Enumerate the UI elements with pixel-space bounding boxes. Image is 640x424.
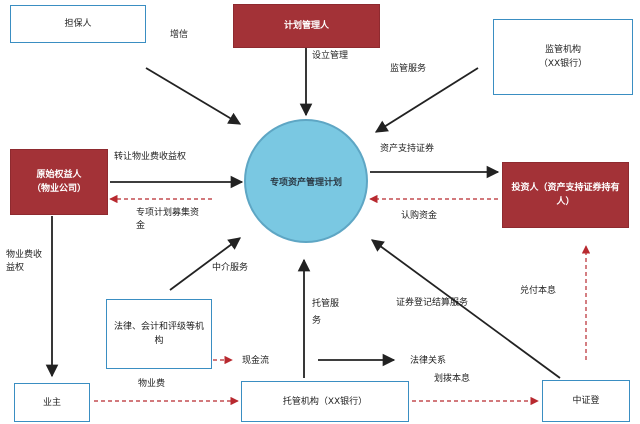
label-custody-line2: 务 — [312, 316, 322, 326]
node-owner-label: 业主 — [42, 397, 61, 408]
label-registration-service: 证券登记结算服务 — [396, 298, 469, 308]
node-regulator-line1: 监管机构 — [544, 45, 581, 55]
center-plan-label: 专项资产管理计划 — [269, 177, 342, 188]
node-investor-line2: 人） — [556, 197, 575, 207]
node-guarantor-label: 担保人 — [64, 19, 92, 29]
label-plan-fund-line2: 金 — [136, 221, 146, 231]
label-transfer-income-right: 转让物业费收益权 — [114, 152, 187, 162]
label-property-fee: 物业费 — [138, 379, 166, 389]
label-legal-relation: 法律关系 — [410, 356, 447, 366]
node-regulator-line2: （XX银行） — [538, 59, 588, 69]
node-investor[interactable]: 投资人（资产支持证券持有 人） — [502, 162, 629, 228]
label-intermediary-service: 中介服务 — [212, 263, 249, 273]
label-property-fee-right-line1: 物业费收 — [6, 250, 43, 260]
node-investor-line1: 投资人（资产支持证券持有 — [511, 183, 620, 193]
label-supervision-service: 监管服务 — [390, 64, 427, 74]
node-custodian-label: 托管机构（XX银行） — [282, 396, 368, 407]
node-intermediaries-line2: 构 — [154, 336, 164, 346]
node-owner[interactable]: 业主 — [14, 383, 90, 422]
node-regulator[interactable]: 监管机构 （XX银行） — [493, 19, 633, 95]
label-abs: 资产支持证券 — [380, 144, 435, 154]
node-plan-manager-label: 计划管理人 — [283, 21, 329, 31]
node-originator[interactable]: 原始权益人 （物业公司） — [10, 149, 108, 215]
center-plan-node[interactable]: 专项资产管理计划 — [244, 119, 368, 243]
node-guarantor[interactable]: 担保人 — [10, 5, 146, 43]
label-cash-flow: 现金流 — [242, 356, 270, 366]
label-establish-manage: 设立管理 — [312, 51, 349, 61]
node-custodian[interactable]: 托管机构（XX银行） — [241, 381, 409, 422]
label-subscription: 认购资金 — [401, 211, 438, 221]
arrow-csdc-to-plan — [370, 239, 561, 379]
label-credit-enhancement: 增信 — [170, 30, 189, 40]
node-plan-manager[interactable]: 计划管理人 — [233, 4, 380, 48]
label-allocate-principal: 划拨本息 — [434, 374, 471, 384]
arrow-intermediaries-to-plan — [169, 237, 242, 291]
label-plan-fund-line1: 专项计划募集资 — [136, 208, 200, 218]
arrow-regulator-to-plan — [374, 67, 479, 133]
arrow-guarantor-to-plan — [145, 67, 242, 125]
node-intermediaries-line1: 法律、会计和评级等机 — [113, 322, 204, 332]
node-originator-line1: 原始权益人 — [36, 170, 82, 180]
node-intermediaries[interactable]: 法律、会计和评级等机 构 — [106, 299, 212, 369]
node-originator-line2: （物业公司） — [31, 184, 86, 194]
node-csdc[interactable]: 中证登 — [542, 380, 630, 422]
label-pay-principal: 兑付本息 — [520, 286, 557, 296]
label-custody-line1: 托管服 — [312, 299, 340, 309]
label-property-fee-right-line2: 益权 — [6, 263, 25, 273]
node-csdc-label: 中证登 — [572, 396, 600, 406]
